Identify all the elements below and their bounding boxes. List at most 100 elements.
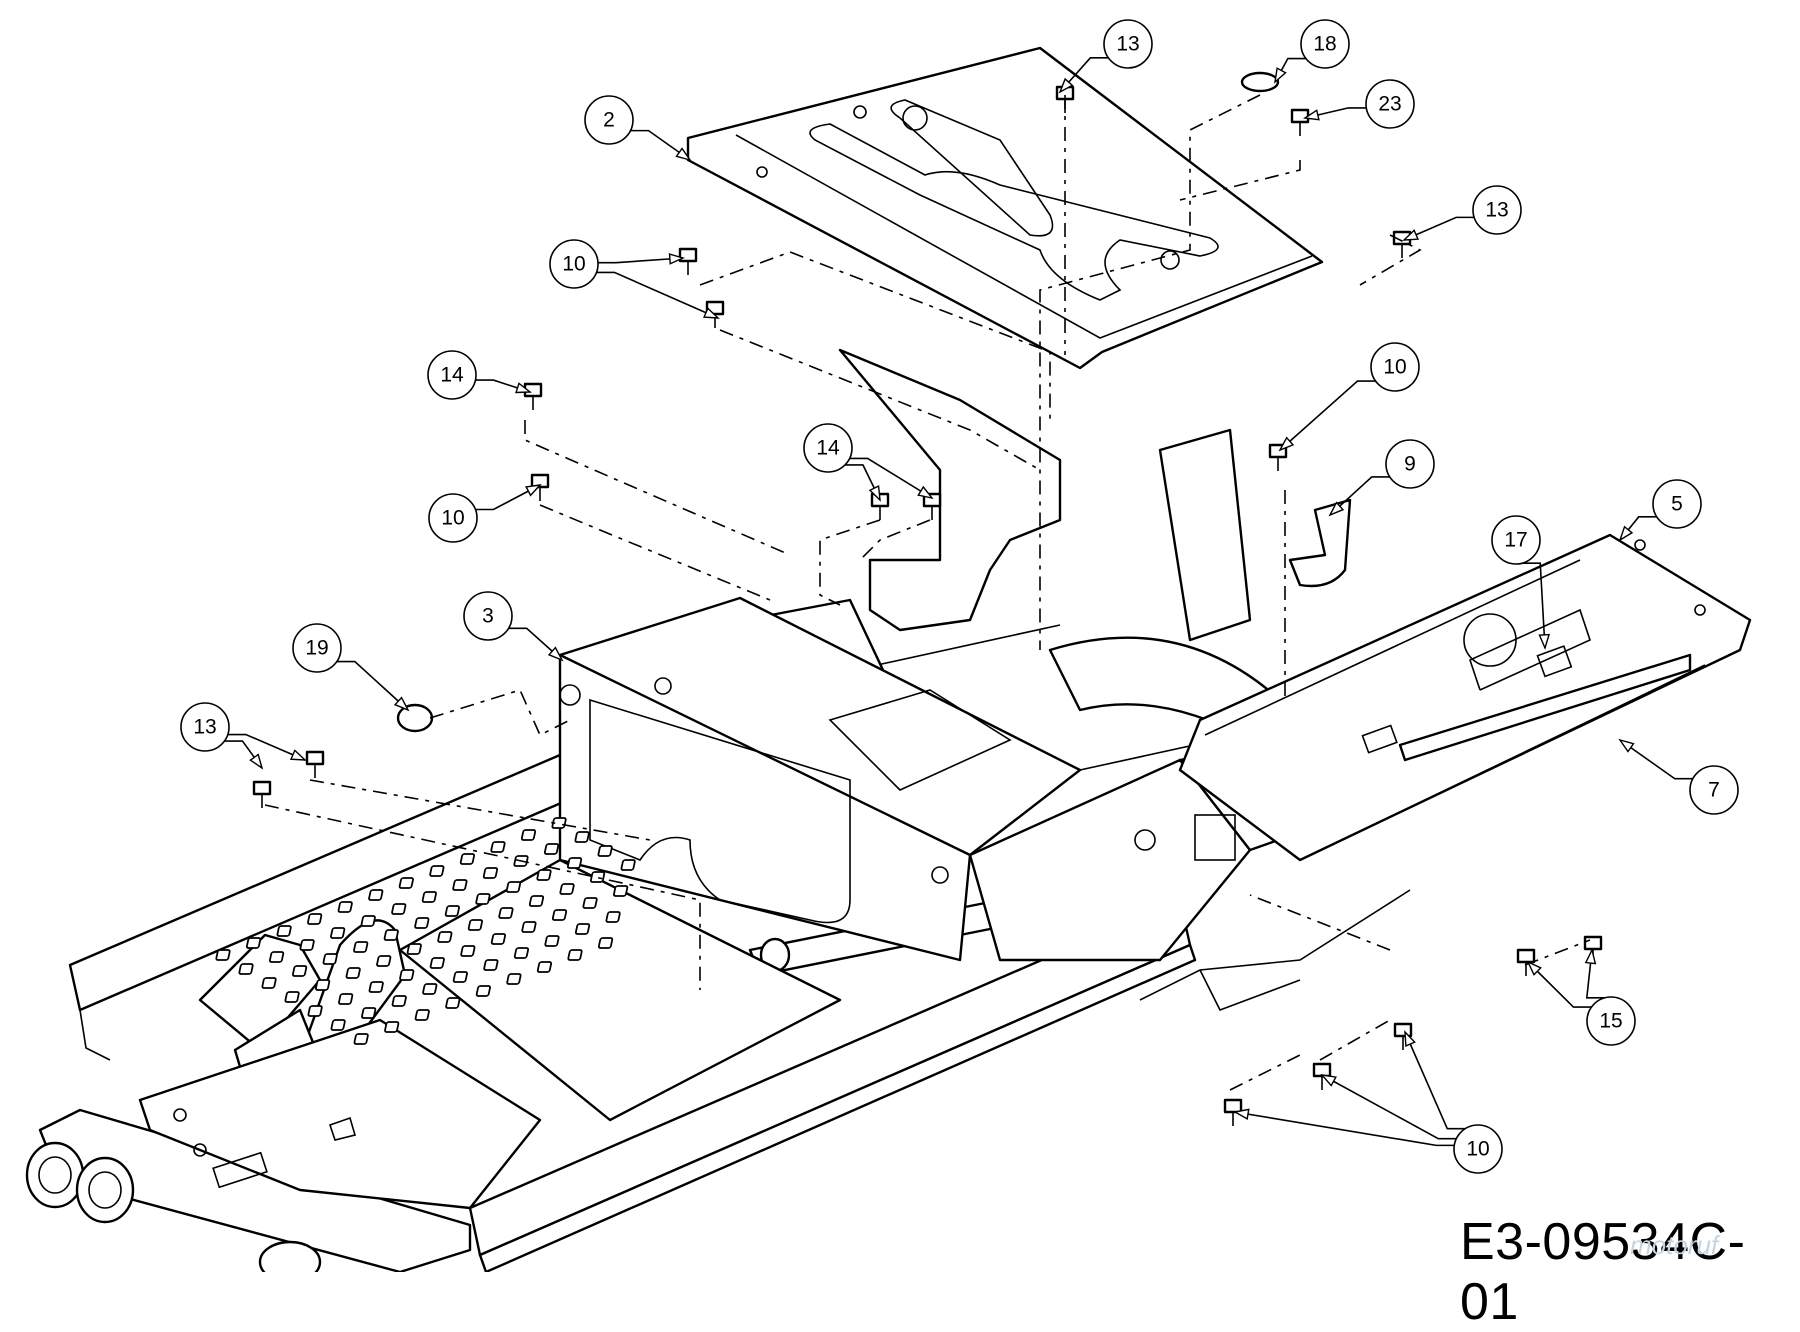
grating-hole <box>315 979 331 991</box>
callout-18: 18 <box>1274 19 1350 84</box>
callout-10: 10 <box>428 484 542 543</box>
grating-hole <box>460 945 476 957</box>
grating-hole <box>429 865 445 877</box>
grating-hole <box>330 1019 346 1031</box>
callout-label: 9 <box>1404 453 1416 476</box>
grating-hole <box>528 895 545 907</box>
side-plate <box>1178 498 1752 862</box>
grating-hole <box>391 903 407 915</box>
grating-hole <box>383 929 399 941</box>
callout-13: 13 <box>1402 185 1522 241</box>
callout-7: 7 <box>1618 738 1739 815</box>
callout-5: 5 <box>1618 479 1702 542</box>
seat-plate <box>686 46 1324 370</box>
callout-label: 3 <box>482 605 494 628</box>
callout-3: 3 <box>463 591 564 662</box>
grating-hole <box>353 941 369 953</box>
grating-hole <box>398 877 414 889</box>
grating-hole <box>361 1007 377 1019</box>
callout-10: 10 <box>1232 1030 1503 1174</box>
grating-hole <box>613 885 629 897</box>
callout-14: 14 <box>427 350 532 400</box>
grating-hole <box>543 843 560 855</box>
grating-hole <box>506 973 522 985</box>
grating-hole <box>582 897 598 909</box>
grating-hole <box>429 957 445 969</box>
grating-hole <box>215 949 231 961</box>
grating-hole <box>445 997 461 1009</box>
callout-9: 9 <box>1328 439 1435 517</box>
grating-hole <box>414 917 430 929</box>
grating-hole <box>597 845 613 857</box>
grating-hole <box>536 961 553 973</box>
callout-13: 13 <box>180 702 307 770</box>
grating-hole <box>589 871 606 883</box>
grating-hole <box>490 841 506 853</box>
grating-hole <box>521 921 537 933</box>
grating-hole <box>330 927 346 939</box>
grating-hole <box>299 939 315 951</box>
bolt <box>530 473 550 501</box>
grating-hole <box>360 915 376 927</box>
grating-hole <box>268 951 285 963</box>
grating-hole <box>345 967 361 979</box>
grating-hole <box>452 971 468 983</box>
grating-hole <box>444 905 460 917</box>
grating-hole <box>490 933 507 945</box>
grating-hole <box>376 955 392 967</box>
callout-label: 19 <box>305 637 328 660</box>
grating-hole <box>368 981 384 993</box>
grating-hole <box>505 881 522 893</box>
callout-10: 10 <box>549 239 720 319</box>
grating-hole <box>406 943 422 955</box>
bolt <box>523 382 543 410</box>
callout-label: 10 <box>562 253 585 276</box>
grating-hole <box>482 867 499 879</box>
grating-hole <box>307 913 323 925</box>
grating-hole <box>520 829 537 841</box>
grating-hole <box>284 991 300 1003</box>
grating-hole <box>459 853 476 865</box>
callout-19: 19 <box>292 623 410 712</box>
grating-hole <box>559 883 575 895</box>
grating-hole <box>437 931 453 943</box>
grating-hole <box>574 831 590 843</box>
grating-hole <box>513 947 530 959</box>
callout-label: 5 <box>1671 493 1683 516</box>
callout-label: 13 <box>193 716 216 739</box>
callout-label: 13 <box>1485 199 1508 222</box>
grating-hole <box>353 1033 369 1045</box>
callout-label: 7 <box>1708 779 1720 802</box>
grating-hole <box>574 923 591 935</box>
bolt <box>1223 1098 1243 1126</box>
grating-hole <box>597 937 614 949</box>
bolt <box>305 750 325 778</box>
grating-hole <box>399 969 415 981</box>
grating-hole <box>338 993 354 1005</box>
grating-hole <box>245 937 262 949</box>
grating-hole <box>551 909 568 921</box>
callout-label: 15 <box>1599 1010 1622 1033</box>
callout-14: 14 <box>803 423 934 502</box>
bolt <box>1290 108 1310 136</box>
grating-hole <box>414 1009 430 1021</box>
callout-label: 18 <box>1313 33 1336 56</box>
grating-hole <box>566 857 583 869</box>
callout-label: 10 <box>1383 356 1406 379</box>
floor-grating <box>215 817 842 1122</box>
grating-hole <box>337 901 353 913</box>
grating-hole <box>292 965 308 977</box>
grating-hole <box>467 919 483 931</box>
callout-17: 17 <box>1491 515 1551 651</box>
callout-label: 13 <box>1116 33 1139 56</box>
grating-hole <box>498 907 514 919</box>
grating-hole <box>391 995 407 1007</box>
callout-label: 10 <box>1466 1138 1489 1161</box>
bolt <box>252 780 272 808</box>
grating-hole <box>536 869 552 881</box>
grating-hole <box>368 889 384 901</box>
assembly-lines <box>264 94 1591 1091</box>
grating-hole <box>567 949 583 961</box>
grating-hole <box>483 959 499 971</box>
